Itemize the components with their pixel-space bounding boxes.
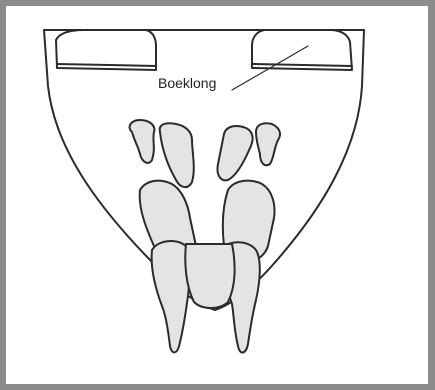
spinneret-small-left [130,120,194,187]
spinneret-small-right [217,123,280,180]
book-lung-label: Boeklong [158,75,216,91]
colulus [185,244,234,308]
